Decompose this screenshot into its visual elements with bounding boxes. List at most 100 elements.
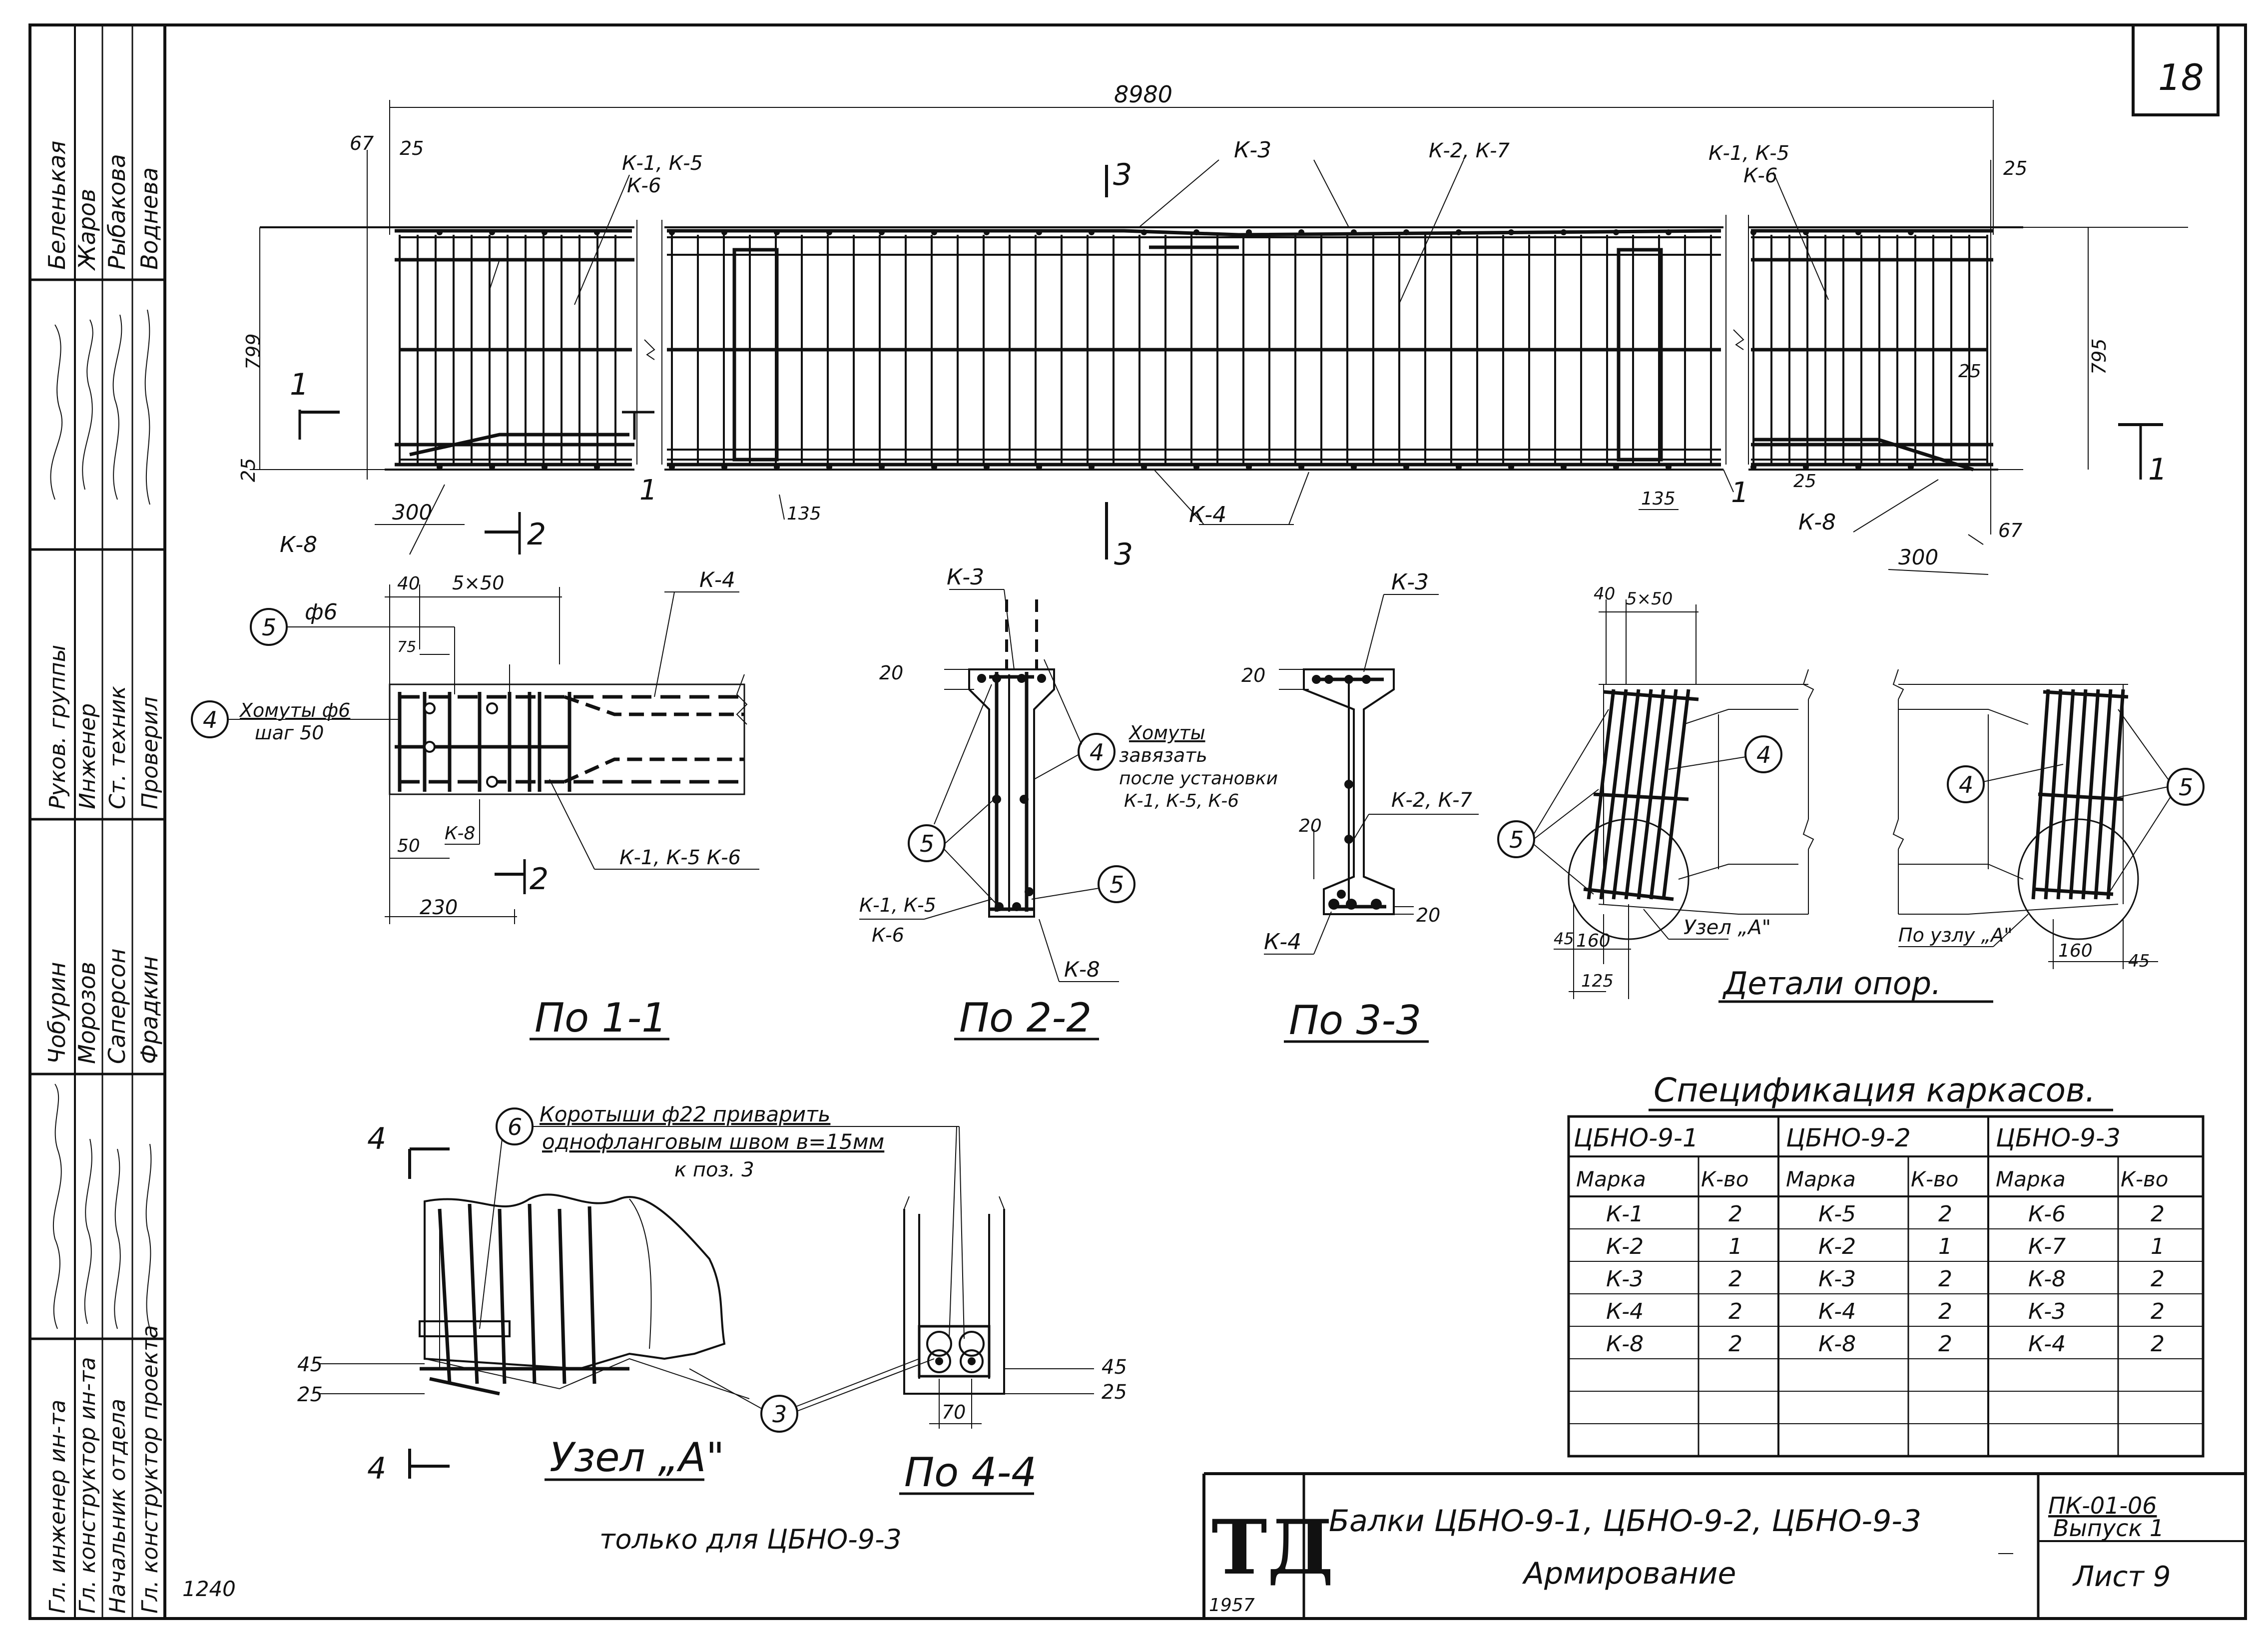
support-cage-left bbox=[1583, 689, 1699, 901]
rebar-dot bbox=[489, 229, 495, 235]
spec-cell: 2 bbox=[1938, 1266, 1952, 1292]
spec-cell: К-8 bbox=[1818, 1331, 1856, 1357]
spec-col-qty-2: К-во bbox=[1911, 1167, 1958, 1191]
spec-table: Спецификация каркасов. ЦБНО-9-1 ЦБНО-9-2… bbox=[1567, 1071, 2205, 1458]
section22-note-3: после установки bbox=[1119, 768, 1278, 789]
stamp-chief-4: Гл. конструктор проекта bbox=[137, 1325, 163, 1614]
node-a-dim-45: 45 bbox=[297, 1353, 323, 1376]
support-details: 40 5×50 4 5 Узел „А" 45 160 125 4 5 По у… bbox=[1497, 584, 2205, 1003]
rebar-dot bbox=[721, 229, 727, 235]
rebar-dot bbox=[437, 229, 443, 235]
dim-height-right: 795 bbox=[2088, 338, 2110, 375]
rebar-dot bbox=[826, 464, 832, 470]
section22-title: По 2-2 bbox=[959, 995, 1092, 1041]
svg-text:5: 5 bbox=[2179, 774, 2193, 801]
rebar-dot bbox=[669, 464, 675, 470]
svg-text:1: 1 bbox=[1731, 477, 1749, 509]
supports-dim-5x50: 5×50 bbox=[1626, 589, 1673, 609]
stamp-chief-3: Начальник отдела bbox=[105, 1399, 130, 1614]
spec-cell: 2 bbox=[1938, 1331, 1952, 1357]
dim-300-left: 300 bbox=[392, 500, 432, 525]
stamp-person-4: Фрадкин bbox=[136, 956, 163, 1064]
rebar-dot bbox=[1908, 464, 1914, 470]
rebar-dot bbox=[1403, 229, 1409, 235]
sheet-number: 18 bbox=[2158, 56, 2204, 98]
section22-label-k3: К-3 bbox=[947, 564, 984, 590]
spec-col-qty-3: К-во bbox=[2121, 1167, 2168, 1191]
cut-1-right: 1 bbox=[2118, 423, 2167, 487]
section44-title: По 4-4 bbox=[904, 1449, 1037, 1496]
rebar-dot bbox=[1613, 464, 1619, 470]
label-k8-left: К-8 bbox=[280, 532, 317, 557]
spec-cell: 2 bbox=[2151, 1266, 2165, 1292]
dim-height-left: 799 bbox=[242, 333, 264, 370]
rebar-dot bbox=[1089, 229, 1095, 235]
section22-label-k6: К-6 bbox=[872, 924, 904, 946]
dim-right-25a: 25 bbox=[1958, 361, 1981, 382]
section-3-3: К-3 20 К-2, К-7 20 20 К-4 По 3-3 bbox=[1241, 569, 1479, 1044]
svg-text:5: 5 bbox=[920, 830, 934, 857]
stamp-role-4: Проверил bbox=[137, 696, 163, 809]
rebar-dot bbox=[721, 464, 727, 470]
rebar-dot bbox=[1561, 229, 1567, 235]
stamp-name-1: Беленькая bbox=[43, 141, 70, 270]
stamp-name-2: Жаров bbox=[73, 189, 100, 271]
spec-cell: 2 bbox=[1938, 1299, 1952, 1324]
supports-bubble-4-right bbox=[1947, 765, 1985, 803]
section22-note-4: К-1, К-5, К-6 bbox=[1124, 791, 1239, 811]
dim-overall-length: 8980 bbox=[1114, 81, 1172, 108]
stamp-role-3: Ст. техник bbox=[105, 686, 130, 809]
rebar-dot bbox=[1403, 464, 1409, 470]
svg-text:1: 1 bbox=[290, 367, 309, 402]
spec-cell: К-1 bbox=[1606, 1201, 1644, 1227]
title-issue: Выпуск 1 bbox=[2053, 1515, 2164, 1542]
title-subtitle: Армирование bbox=[1522, 1556, 1736, 1591]
section33-dim-20-top: 20 bbox=[1241, 664, 1265, 686]
section33-label-k2k7: К-2, К-7 bbox=[1391, 789, 1473, 812]
node-a-note-2: однофланговым швом в=15мм bbox=[542, 1129, 884, 1154]
title-main: Балки ЦБНО-9-1, ЦБНО-9-2, ЦБНО-9-3 bbox=[1329, 1504, 1921, 1539]
label-k3: К-3 bbox=[1234, 137, 1271, 163]
rebar-dot bbox=[774, 229, 780, 235]
label-k6-right: К-6 bbox=[1743, 164, 1777, 187]
section44-dim-25: 25 bbox=[1102, 1381, 1127, 1404]
label-k2k7: К-2, К-7 bbox=[1429, 139, 1510, 162]
spec-cell: К-7 bbox=[2028, 1234, 2066, 1259]
section11-bar-phi6: ф6 bbox=[305, 599, 338, 625]
cut-1-left: 1 bbox=[290, 367, 340, 440]
section11-dim-230: 230 bbox=[420, 896, 458, 919]
section11-label-k4: К-4 bbox=[699, 567, 735, 592]
svg-text:3: 3 bbox=[1114, 537, 1133, 572]
svg-text:5: 5 bbox=[262, 614, 276, 641]
stamp-person-3: Саперсон bbox=[103, 949, 130, 1064]
spec-group-3: ЦБНО-9-3 bbox=[1996, 1123, 2121, 1152]
spec-cell: К-2 bbox=[1606, 1234, 1644, 1259]
rebar-dot bbox=[594, 464, 600, 470]
dim-135-right: 135 bbox=[1641, 489, 1676, 509]
spec-cell: 1 bbox=[1938, 1234, 1952, 1259]
rebar-dot bbox=[542, 229, 548, 235]
section22-note-2: завязать bbox=[1119, 744, 1207, 766]
spec-col-qty-1: К-во bbox=[1701, 1167, 1748, 1191]
svg-text:4: 4 bbox=[1090, 739, 1104, 766]
spec-cell: К-3 bbox=[1818, 1266, 1856, 1292]
node-a-note-3: к поз. 3 bbox=[674, 1158, 754, 1181]
spec-cell: К-3 bbox=[2028, 1299, 2066, 1324]
spec-cell: К-8 bbox=[2028, 1266, 2066, 1292]
section33-label-k3: К-3 bbox=[1391, 569, 1429, 595]
rebar-dot bbox=[1750, 464, 1756, 470]
label-k6-left: К-6 bbox=[627, 174, 661, 197]
stamp-person-1: Чобурин bbox=[43, 962, 70, 1064]
stamp-role-2: Инженер bbox=[75, 703, 100, 809]
rebar-dot bbox=[669, 229, 675, 235]
spec-cell: К-4 bbox=[1818, 1299, 1856, 1324]
rebar-dot bbox=[489, 464, 495, 470]
section-1-1: 5 ф6 4 Хомуты ф6 шаг 50 40 5×50 75 50 23… bbox=[191, 567, 759, 1041]
section-2-2: К-3 20 4 Хомуты завязать после установки… bbox=[859, 564, 1278, 1041]
section22-label-k8: К-8 bbox=[1064, 957, 1100, 982]
rebar-dot bbox=[826, 229, 832, 235]
rebar-dot bbox=[437, 464, 443, 470]
section44-dim-70: 70 bbox=[942, 1401, 966, 1423]
